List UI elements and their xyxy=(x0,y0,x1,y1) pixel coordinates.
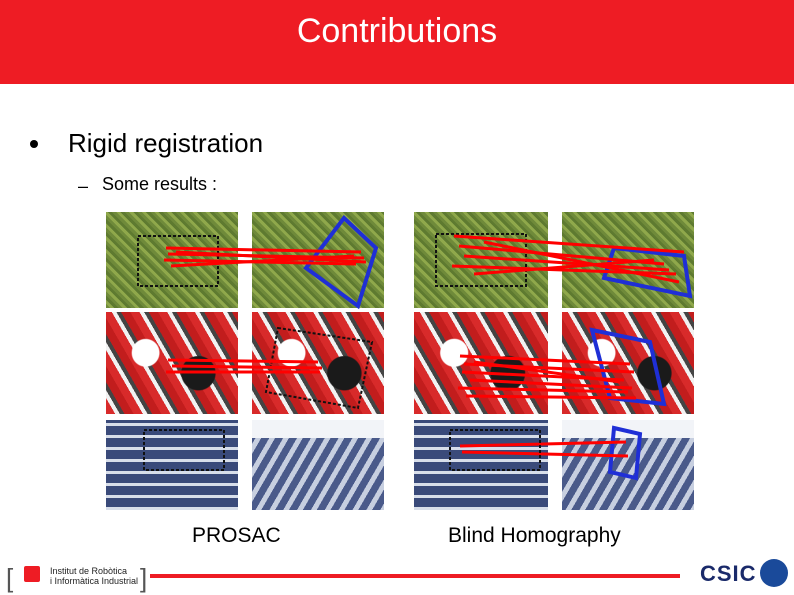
blind-homography-results-panel xyxy=(414,212,694,510)
detected-box-3 xyxy=(607,425,643,481)
graffiti-template-image xyxy=(106,312,238,414)
match-lines xyxy=(163,246,367,268)
csic-logo: CSIC xyxy=(700,561,757,586)
building-template-image xyxy=(106,420,238,510)
iri-logo-icon xyxy=(24,566,40,582)
prosac-match-overlay xyxy=(137,215,379,471)
caption-prosac: PROSAC xyxy=(192,524,281,547)
bullet-dot xyxy=(30,140,38,148)
footer-red-line xyxy=(150,574,680,578)
footer-bracket-left: [ xyxy=(6,563,14,593)
detected-box-2 xyxy=(589,327,667,407)
institute-line-1: Institut de Robòtica xyxy=(50,566,128,576)
sub-bullet-dash: – xyxy=(78,176,89,196)
sub-bullet-text: Some results : xyxy=(102,174,218,194)
footer-bracket-right: ] xyxy=(140,563,148,593)
header-bar: Contributions xyxy=(0,0,794,84)
institute-name: Institut de Robòtica i Informàtica Indus… xyxy=(50,566,138,586)
blind-homography-match-overlay xyxy=(435,233,693,481)
building-template-image xyxy=(414,420,548,510)
bullet-text: Rigid registration xyxy=(68,128,264,158)
building-scene-image xyxy=(562,420,694,510)
institute-line-2: i Informàtica Industrial xyxy=(50,576,139,586)
upc-logo-icon xyxy=(760,559,788,587)
building-scene-image xyxy=(252,420,384,510)
slide-title: Contributions xyxy=(296,12,498,50)
prosac-results-panel xyxy=(106,212,384,510)
match-lines xyxy=(451,234,685,284)
caption-blind-homography: Blind Homography xyxy=(448,524,621,547)
graffiti-scene-image xyxy=(252,312,384,414)
